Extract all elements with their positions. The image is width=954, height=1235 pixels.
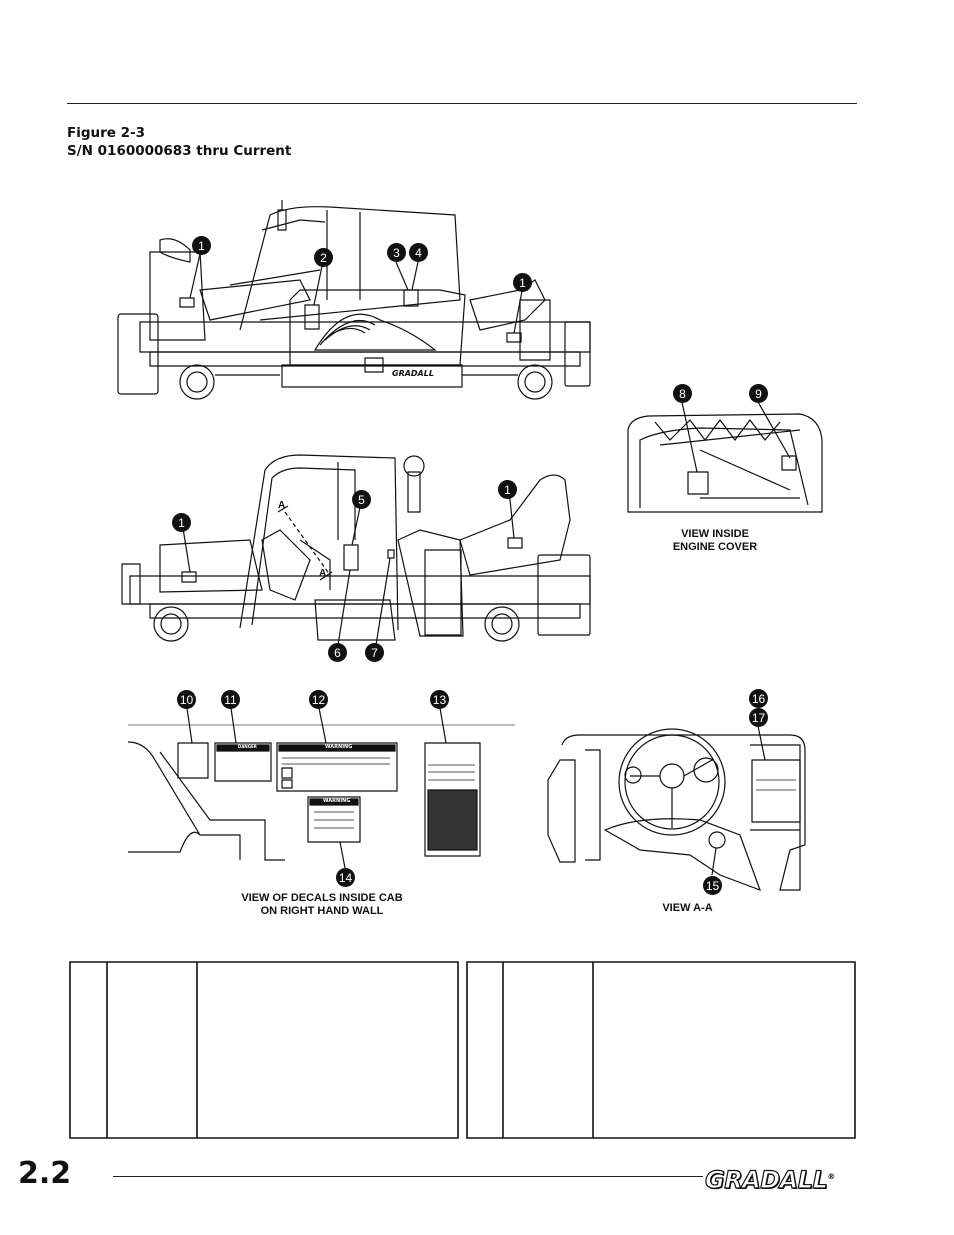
callout-4: 4 xyxy=(409,243,428,262)
callout-10: 10 xyxy=(177,690,196,709)
machine-side-view-2 xyxy=(122,455,590,651)
caption-view-aa: VIEW A-A xyxy=(662,902,713,914)
callout-6: 6 xyxy=(328,643,347,662)
figure-title: Figure 2-3 xyxy=(67,125,146,141)
callout-8: 8 xyxy=(673,384,692,403)
figure-serial: S/N 0160000683 thru Current xyxy=(67,143,292,159)
callout-15: 15 xyxy=(703,876,722,895)
callout-1: 1 xyxy=(513,273,532,292)
engine-cover-view xyxy=(628,402,822,512)
footer-rule xyxy=(113,1176,703,1177)
callout-1: 1 xyxy=(172,513,191,532)
view-aa-dashboard xyxy=(548,726,805,890)
page-number: 2.2 xyxy=(18,1156,72,1191)
section-marker-a-top: A xyxy=(278,500,286,511)
decal-14-header: WARNING xyxy=(323,798,351,804)
caption-cab-wall: VIEW OF DECALS INSIDE CAB ON RIGHT HAND … xyxy=(241,892,403,917)
decal-tables-outline xyxy=(70,962,855,1138)
callout-12: 12 xyxy=(309,690,328,709)
chassis-brand-label: GRADALL xyxy=(392,369,434,378)
callout-1: 1 xyxy=(498,480,517,499)
figure-title-block: Figure 2-3 S/N 0160000683 thru Current xyxy=(67,124,291,160)
callout-17: 17 xyxy=(749,708,768,727)
section-marker-a-bottom: A xyxy=(319,568,327,579)
caption-engine-cover: VIEW INSIDE ENGINE COVER xyxy=(672,528,758,553)
callout-3: 3 xyxy=(387,243,406,262)
callout-11: 11 xyxy=(221,690,240,709)
callout-16: 16 xyxy=(749,689,768,708)
callout-9: 9 xyxy=(749,384,768,403)
decal-11-header: DANGER xyxy=(238,744,257,749)
decal-12-header: WARNING xyxy=(325,744,353,750)
cab-wall-decals-view xyxy=(128,708,515,868)
callout-5: 5 xyxy=(352,490,371,509)
callout-7: 7 xyxy=(365,643,384,662)
callout-1: 1 xyxy=(192,236,211,255)
callout-14: 14 xyxy=(336,868,355,887)
header-rule xyxy=(67,103,857,104)
callout-2: 2 xyxy=(314,248,333,267)
callout-13: 13 xyxy=(430,690,449,709)
gradall-logo: GRADALL® xyxy=(704,1165,835,1194)
machine-side-view-1 xyxy=(118,200,590,399)
registered-mark: ® xyxy=(827,1172,835,1181)
